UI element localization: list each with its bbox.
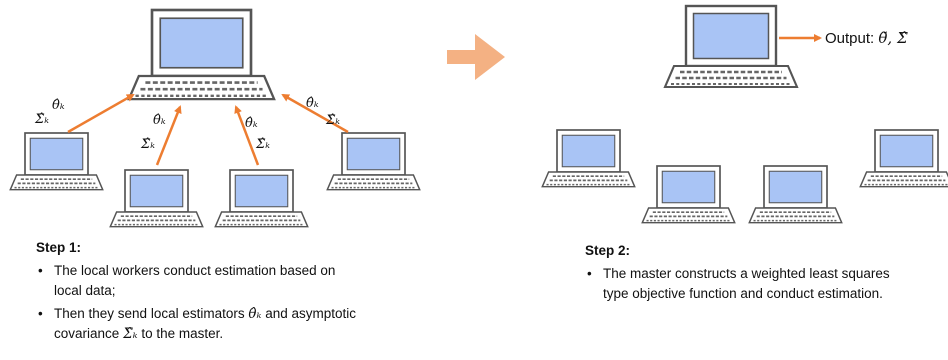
send-arrow xyxy=(67,93,135,134)
sigma-k-label: Σ̂ₖ xyxy=(140,137,155,152)
master-laptop-icon xyxy=(127,8,276,101)
step2-text: Step 2: The master constructs a weighted… xyxy=(585,241,915,307)
send-arrow xyxy=(155,105,182,166)
worker-laptop-icon xyxy=(214,169,309,228)
step2-list: The master constructs a weighted least s… xyxy=(585,264,915,304)
step2-title: Step 2: xyxy=(585,243,631,258)
theta-k-label: θ̂ₖ xyxy=(245,116,258,131)
worker-laptop-icon xyxy=(641,165,736,224)
sigma-k-label: Σ̂ₖ xyxy=(34,112,49,127)
right-arrow-icon xyxy=(447,34,505,80)
send-arrow xyxy=(281,93,349,134)
theta-k-label: θ̂ₖ xyxy=(306,96,319,111)
theta-k-label: θ̂ₖ xyxy=(153,113,166,128)
step1-text: Step 1: The local workers conduct estima… xyxy=(36,238,366,347)
worker-laptop-icon xyxy=(748,165,843,224)
worker-laptop-icon xyxy=(541,129,636,188)
step2-bullet: The master constructs a weighted least s… xyxy=(585,264,915,304)
theta-k-label: θ̂ₖ xyxy=(52,98,65,113)
worker-laptop-icon xyxy=(9,132,104,191)
master-laptop-icon xyxy=(663,4,799,89)
worker-laptop-icon xyxy=(109,169,204,228)
step1-list: The local workers conduct estimation bas… xyxy=(36,261,366,344)
send-arrow xyxy=(234,105,260,166)
sigma-k-label: Σ̂ₖ xyxy=(325,113,340,128)
step1-title: Step 1: xyxy=(36,240,82,255)
step1-bullet: The local workers conduct estimation bas… xyxy=(36,261,366,301)
step1-bullet: Then they send local estimators θ̂ₖ and … xyxy=(36,304,366,344)
sigma-k-label: Σ̂ₖ xyxy=(255,137,270,152)
output-label: Output: θ̃, Σ̂ xyxy=(825,29,908,47)
worker-laptop-icon xyxy=(326,132,421,191)
worker-laptop-icon xyxy=(859,129,948,188)
